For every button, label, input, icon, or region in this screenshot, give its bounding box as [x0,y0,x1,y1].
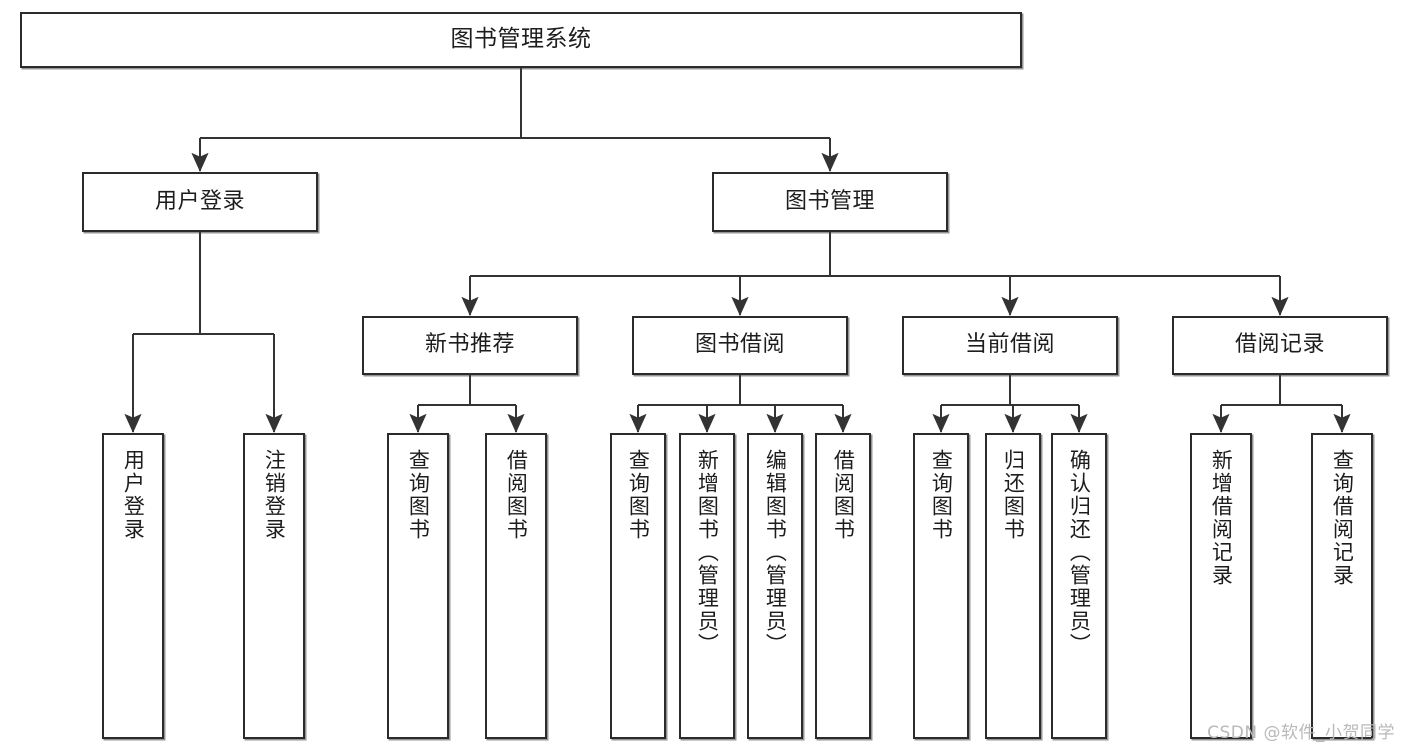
node-label-leaf-add-record: 新增借阅记录 [1209,449,1234,587]
node-label-new-book-rec: 新书推荐 [424,332,515,358]
node-leaf-query-record[interactable]: 查询借阅记录 [1311,433,1373,739]
watermark-text: CSDN @软件_小贺同学 [1207,723,1395,743]
node-leaf-edit-book[interactable]: 编辑图书（管理员） [747,433,803,739]
node-book-borrow[interactable]: 图书借阅 [632,316,848,375]
node-borrow-record[interactable]: 借阅记录 [1172,316,1388,375]
node-label-current-borrow: 当前借阅 [964,332,1055,358]
node-label-leaf-query-book-3: 查询图书 [929,449,954,541]
node-leaf-user-logout[interactable]: 注销登录 [243,433,305,739]
node-leaf-add-record[interactable]: 新增借阅记录 [1190,433,1252,739]
node-label-leaf-add-book: 新增图书（管理员） [695,449,720,656]
node-current-borrow[interactable]: 当前借阅 [902,316,1118,375]
node-root[interactable]: 图书管理系统 [20,12,1022,68]
node-leaf-borrow-book-2[interactable]: 借阅图书 [815,433,871,739]
node-leaf-confirm-return[interactable]: 确认归还（管理员） [1051,433,1107,739]
node-leaf-user-login[interactable]: 用户登录 [102,433,164,739]
node-label-root: 图书管理系统 [450,26,592,53]
node-user-login[interactable]: 用户登录 [82,172,318,232]
node-label-leaf-query-record: 查询借阅记录 [1330,449,1355,587]
node-label-borrow-record: 借阅记录 [1234,332,1325,358]
node-leaf-query-book-1[interactable]: 查询图书 [387,433,449,739]
connector-lines [124,68,1351,433]
node-label-leaf-query-book-1: 查询图书 [406,449,431,541]
node-new-book-rec[interactable]: 新书推荐 [362,316,578,375]
node-label-leaf-query-book-2: 查询图书 [626,449,651,541]
node-leaf-borrow-book-1[interactable]: 借阅图书 [485,433,547,739]
node-label-leaf-user-login: 用户登录 [121,449,146,541]
node-leaf-query-book-2[interactable]: 查询图书 [610,433,666,739]
node-label-leaf-return-book: 归还图书 [1001,449,1026,541]
node-label-leaf-borrow-book-1: 借阅图书 [504,449,529,541]
node-label-leaf-borrow-book-2: 借阅图书 [831,449,856,541]
node-leaf-return-book[interactable]: 归还图书 [985,433,1041,739]
node-leaf-query-book-3[interactable]: 查询图书 [913,433,969,739]
node-label-book-manage: 图书管理 [784,188,875,214]
node-leaf-add-book[interactable]: 新增图书（管理员） [679,433,735,739]
node-label-user-login: 用户登录 [154,188,245,214]
node-label-leaf-user-logout: 注销登录 [262,449,287,541]
node-label-leaf-edit-book: 编辑图书（管理员） [763,449,788,656]
node-book-manage[interactable]: 图书管理 [712,172,948,232]
node-label-leaf-confirm-return: 确认归还（管理员） [1067,449,1092,656]
node-label-book-borrow: 图书借阅 [694,332,785,358]
